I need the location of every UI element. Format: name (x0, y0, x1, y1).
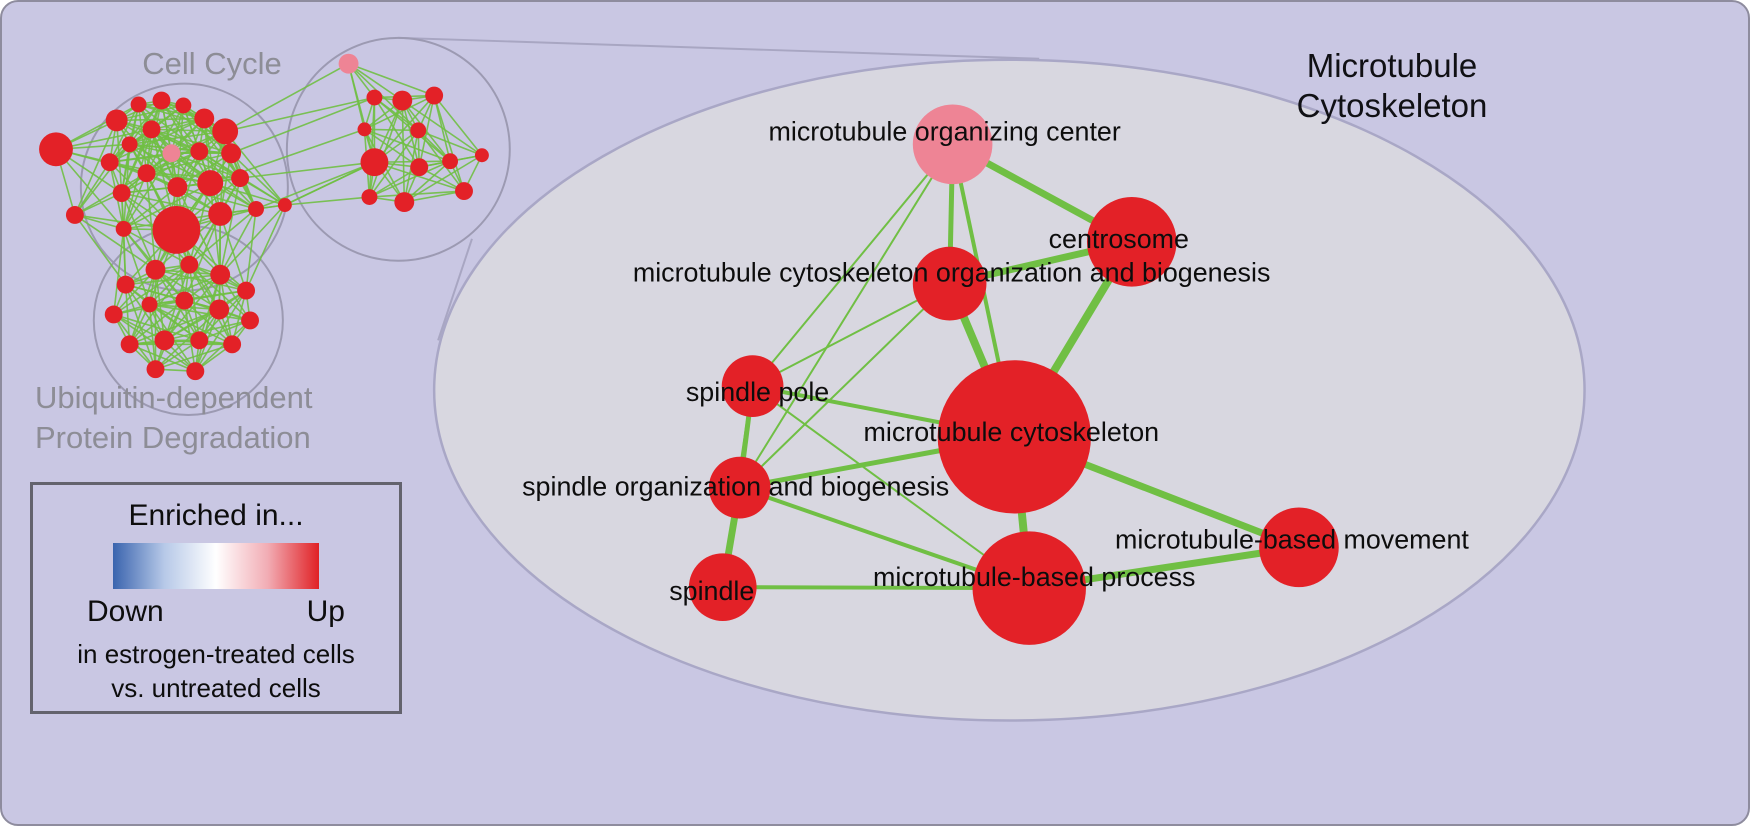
overview-node (162, 144, 181, 163)
overview-node (223, 335, 242, 354)
callout-line (398, 36, 1040, 60)
overview-node (190, 142, 209, 161)
overview-node (152, 206, 201, 254)
legend-gradient-bar (113, 543, 319, 589)
overview-node (121, 136, 138, 153)
overview-node (248, 201, 264, 217)
zoom-node-label-spindle: spindle (669, 576, 754, 606)
overview-node (104, 305, 123, 324)
zoom-node-label-microtubule-based-movement: microtubule-based movement (1115, 524, 1469, 554)
overview-node (241, 311, 259, 330)
overview-node (394, 192, 415, 212)
overview-node (190, 331, 209, 350)
legend-axis-labels: Down Up (87, 595, 345, 629)
overview-node (209, 299, 230, 320)
zoom-node-microtubule-organizing-center (912, 104, 993, 185)
overview-node (130, 96, 147, 113)
overview-node (410, 122, 427, 139)
overview-node (410, 158, 429, 177)
overview-node (146, 360, 165, 379)
overview-node (208, 202, 233, 226)
overview-node (142, 120, 161, 139)
zoom-node-label-spindle-pole: spindle pole (686, 377, 829, 407)
overview-node (221, 143, 242, 164)
overview-node (65, 206, 84, 224)
overview-node (455, 182, 473, 201)
overview-node (100, 153, 119, 172)
overview-node (231, 169, 250, 188)
overview-node (366, 89, 383, 106)
callout-line (437, 238, 473, 341)
overview-node (115, 220, 132, 237)
zoom-node-mt-cytoskeleton-org (912, 246, 987, 321)
overview-node (186, 362, 205, 381)
overview-node (105, 109, 128, 132)
overview-node (112, 184, 131, 203)
edge-spindle-pole--microtubule-based-process (752, 385, 1030, 589)
edge-mt-cytoskeleton-org--spindle-org (738, 282, 951, 489)
cluster-circle-microtubule (285, 36, 511, 262)
overview-node (167, 177, 188, 198)
zoom-node-centrosome (1086, 197, 1177, 287)
overview-node (39, 132, 73, 167)
overview-node (474, 148, 489, 163)
zoom-node-microtubule-based-movement (1259, 507, 1339, 588)
overview-node (237, 281, 256, 300)
overview-node (338, 53, 359, 74)
legend-caption: in estrogen-treated cells vs. untreated … (77, 639, 355, 704)
overview-node (175, 97, 192, 114)
legend-up-label: Up (306, 595, 345, 628)
overview-node (175, 291, 194, 310)
edge-microtubule-organizing-center--spindle-pole (751, 143, 954, 387)
overview-node (116, 275, 135, 294)
zoom-node-label-spindle-org: spindle organization and biogenesis (522, 472, 949, 502)
zoom-node-microtubule-cytoskeleton (937, 360, 1091, 514)
zoom-title-microtubule-cytoskeleton: Microtubule Cytoskeleton (1296, 47, 1488, 125)
zoom-node-microtubule-based-process (972, 531, 1086, 645)
overview-node (197, 170, 224, 197)
overview-node (152, 91, 171, 110)
overview-node (154, 330, 175, 351)
overview-node (392, 90, 413, 111)
overview-node (442, 153, 459, 170)
cluster-label-cell-cycle: Cell Cycle (142, 46, 282, 81)
overview-node (120, 335, 139, 354)
zoom-node-label-centrosome: centrosome (1049, 224, 1189, 254)
overview-node (360, 148, 389, 177)
zoom-node-spindle (688, 553, 757, 621)
zoom-node-spindle-org (708, 456, 771, 519)
overview-edges (55, 62, 483, 372)
edge-microtubule-organizing-center--spindle-org (738, 143, 954, 489)
zoom-node-label-microtubule-organizing-center: microtubule organizing center (768, 116, 1120, 146)
zoom-node-label-microtubule-cytoskeleton: microtubule cytoskeleton (864, 417, 1160, 447)
overview-node (137, 164, 156, 183)
zoom-node-label-mt-cytoskeleton-org: microtubule cytoskeleton organization an… (633, 258, 1271, 288)
overview-node (210, 264, 231, 285)
legend-box: Enriched in... Down Up in estrogen-treat… (30, 482, 402, 714)
overview-node (145, 259, 166, 280)
overview-node (357, 122, 372, 137)
zoom-node-spindle-pole (721, 355, 784, 417)
overview-node (361, 189, 378, 206)
overview-node (194, 108, 215, 129)
legend-down-label: Down (87, 595, 164, 628)
overview-node (277, 198, 292, 212)
overview-node (180, 255, 199, 274)
edge-mt-cytoskeleton-org--spindle-pole (752, 282, 951, 388)
overview-node (141, 296, 158, 313)
overview-node (425, 86, 444, 105)
legend-title: Enriched in... (128, 499, 304, 532)
zoom-node-label-microtubule-based-process: microtubule-based process (873, 562, 1195, 592)
overview-node (212, 118, 239, 145)
cluster-label-ubiquitin: Ubiquitin-dependent Protein Degradation (35, 380, 313, 455)
